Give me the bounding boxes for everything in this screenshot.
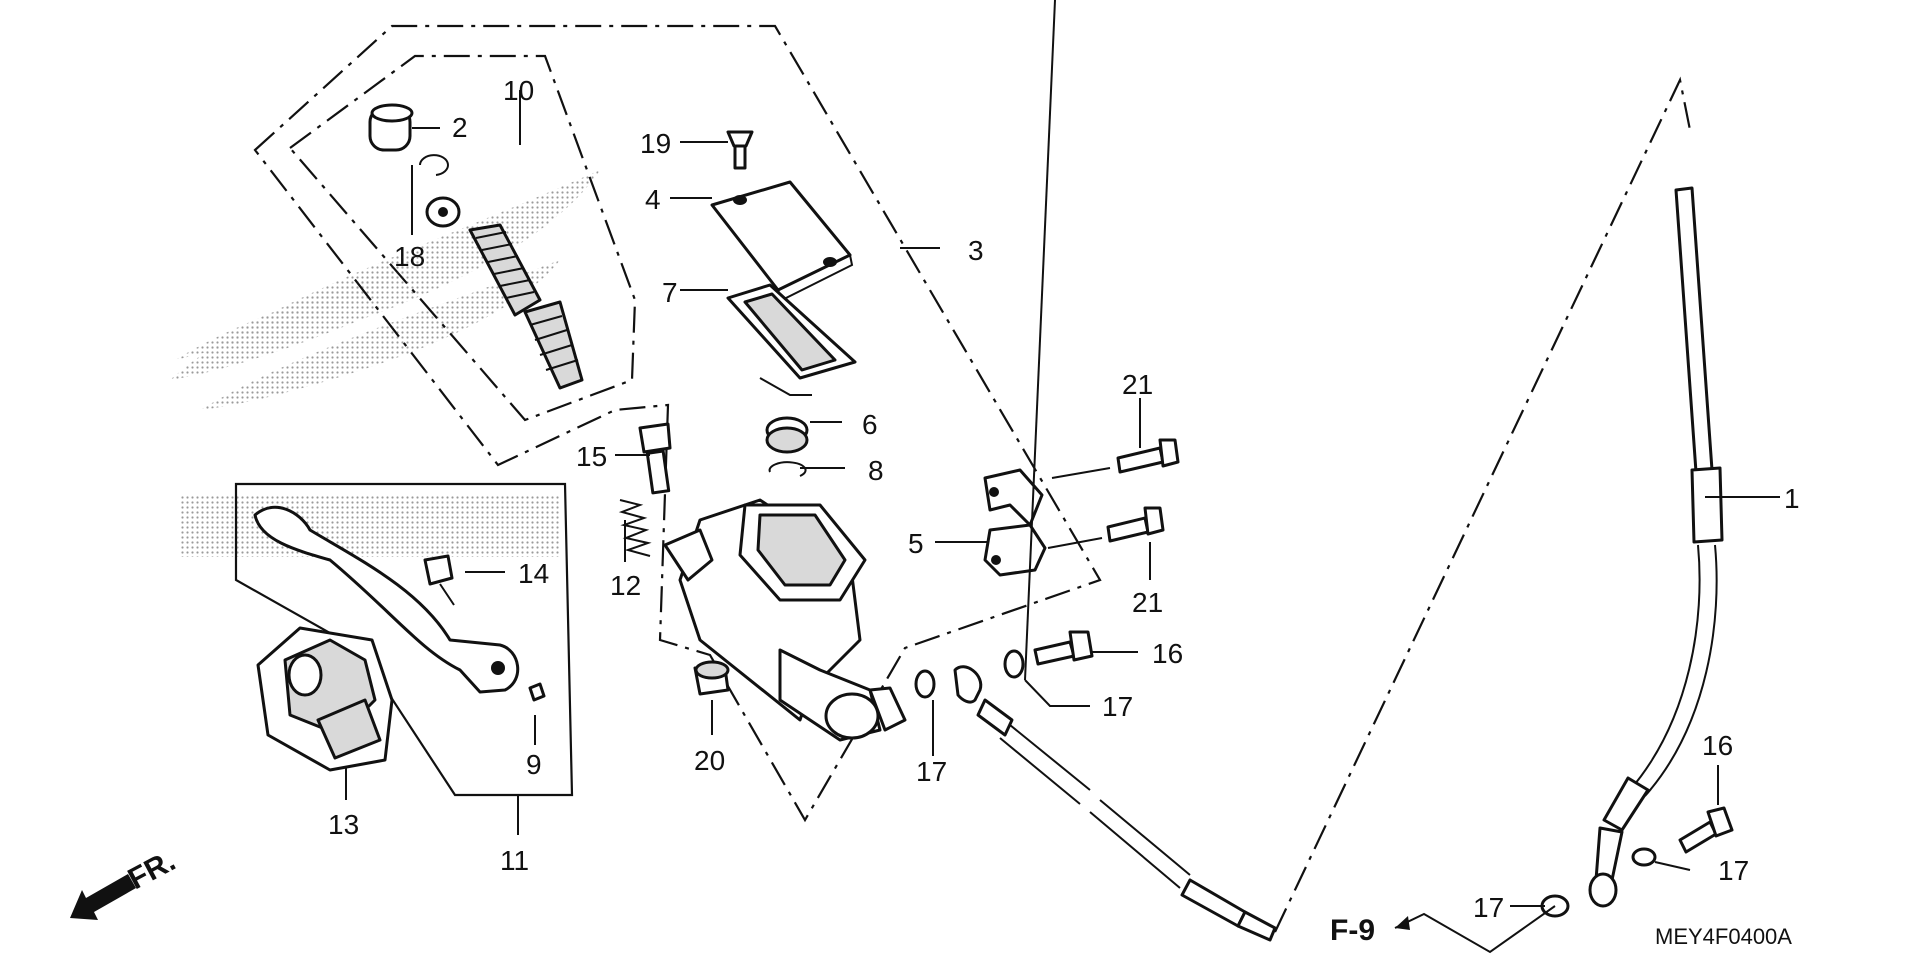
- callout-4: 4: [645, 184, 661, 215]
- callout-leaders: [345, 0, 1780, 907]
- spring-part: [618, 499, 652, 557]
- lever-nut-part: [528, 682, 546, 702]
- callout-21a: 21: [1122, 369, 1153, 400]
- brake-hose-part: [1588, 186, 1724, 908]
- group-boundaries: [234, 24, 1692, 933]
- callout-18: 18: [394, 241, 425, 272]
- brake-hose-part: [953, 665, 1277, 942]
- callout-10: 10: [503, 75, 534, 106]
- holder-part: [983, 468, 1047, 577]
- brake-lever-part: [253, 505, 520, 694]
- lever-pivot-bolt-part: [423, 554, 455, 606]
- callout-labels: 1 2 3 4 5 6 7 8 9 10 11 12 13 14 15 16 1…: [328, 75, 1800, 923]
- switch-housing-part: [256, 626, 394, 772]
- callout-9: 9: [526, 749, 542, 780]
- callout-20: 20: [694, 745, 725, 776]
- callout-17d: 17: [1473, 892, 1504, 923]
- callout-7: 7: [662, 277, 678, 308]
- piston-washer-hole: [438, 207, 448, 217]
- sealing-washer-part: [914, 669, 936, 699]
- callout-14: 14: [518, 558, 549, 589]
- snap-ring-part: [768, 461, 807, 477]
- callout-15: 15: [576, 441, 607, 472]
- callout-11: 11: [500, 845, 529, 876]
- ref-arrowhead: [1395, 916, 1410, 930]
- callout-16a: 16: [1152, 638, 1183, 669]
- callout-19: 19: [640, 128, 671, 159]
- front-direction-arrow: [70, 874, 136, 920]
- circlip-part: [419, 154, 449, 176]
- callout-6: 6: [862, 409, 878, 440]
- callout-1: 1: [1784, 483, 1800, 514]
- callout-17b: 17: [1102, 691, 1133, 722]
- callout-8: 8: [868, 455, 884, 486]
- diaphragm-plate-part: [726, 283, 857, 396]
- page-reference-link[interactable]: F-9: [1330, 914, 1375, 947]
- pivot-bolt-part: [638, 422, 672, 495]
- callout-5: 5: [908, 528, 924, 559]
- callout-17a: 17: [916, 756, 947, 787]
- wing-logo-watermark: [170, 170, 600, 557]
- diagram-code: MEY4F0400A: [1655, 924, 1792, 949]
- boot-part: [368, 103, 414, 152]
- callout-16b: 16: [1702, 730, 1733, 761]
- callout-2: 2: [452, 112, 468, 143]
- reservoir-plug-part: [693, 660, 730, 696]
- callout-3: 3: [968, 235, 984, 266]
- float-part: [765, 416, 809, 454]
- ref-leader-line: [1394, 905, 1556, 954]
- holder-bolt-part: [1106, 438, 1180, 543]
- master-cylinder-body-part: [663, 498, 907, 742]
- banjo-bolt-part: [1678, 806, 1734, 854]
- sealing-washer-part: [1003, 649, 1025, 679]
- callout-21b: 21: [1132, 587, 1163, 618]
- piston-assembly-part: [468, 223, 584, 390]
- callout-13: 13: [328, 809, 359, 840]
- callout-17c: 17: [1718, 855, 1749, 886]
- banjo-bolt-part: [1033, 630, 1094, 666]
- callout-12: 12: [610, 570, 641, 601]
- reservoir-cap-part: [710, 180, 854, 302]
- sealing-washer-part: [1631, 847, 1657, 867]
- cap-screw-part: [726, 130, 754, 170]
